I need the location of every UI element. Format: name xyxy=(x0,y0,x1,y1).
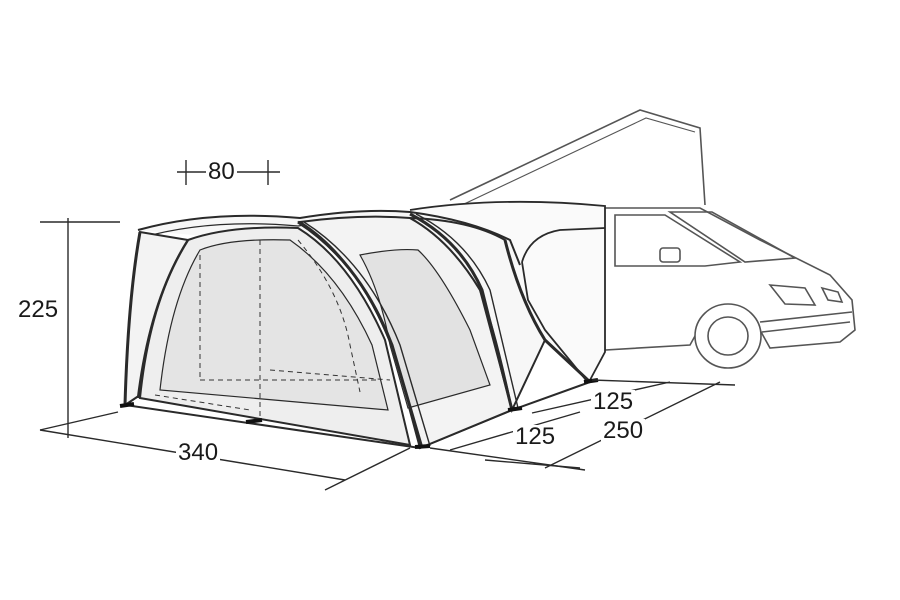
dimension-label-depth-annex: 125 xyxy=(591,388,636,415)
air-beam-middle xyxy=(297,220,424,449)
dimension-label-door-width: 80 xyxy=(206,158,237,185)
van-windshield xyxy=(667,211,798,263)
campervan xyxy=(449,109,856,369)
awning-side-window xyxy=(359,248,491,409)
dimension-label-depth-main: 125 xyxy=(513,423,558,450)
awning-air-beams xyxy=(123,212,592,449)
air-beam-tunnel xyxy=(503,239,592,384)
awning-door-mesh xyxy=(159,239,389,411)
van-wheel xyxy=(694,303,762,369)
dimension-label-height: 225 xyxy=(16,296,61,323)
dimension-label-width: 250 xyxy=(601,417,646,444)
van-headlight xyxy=(768,284,817,306)
van-pop-top xyxy=(449,109,706,206)
van-side-window xyxy=(614,214,743,267)
van-mirror xyxy=(659,247,681,263)
air-beam-front xyxy=(123,231,142,406)
awning-interior-dashes xyxy=(154,239,391,420)
air-beam-rear xyxy=(409,212,514,411)
awning-pegs xyxy=(119,378,599,449)
dimension-label-length: 340 xyxy=(176,439,221,466)
awning-body xyxy=(123,209,547,450)
